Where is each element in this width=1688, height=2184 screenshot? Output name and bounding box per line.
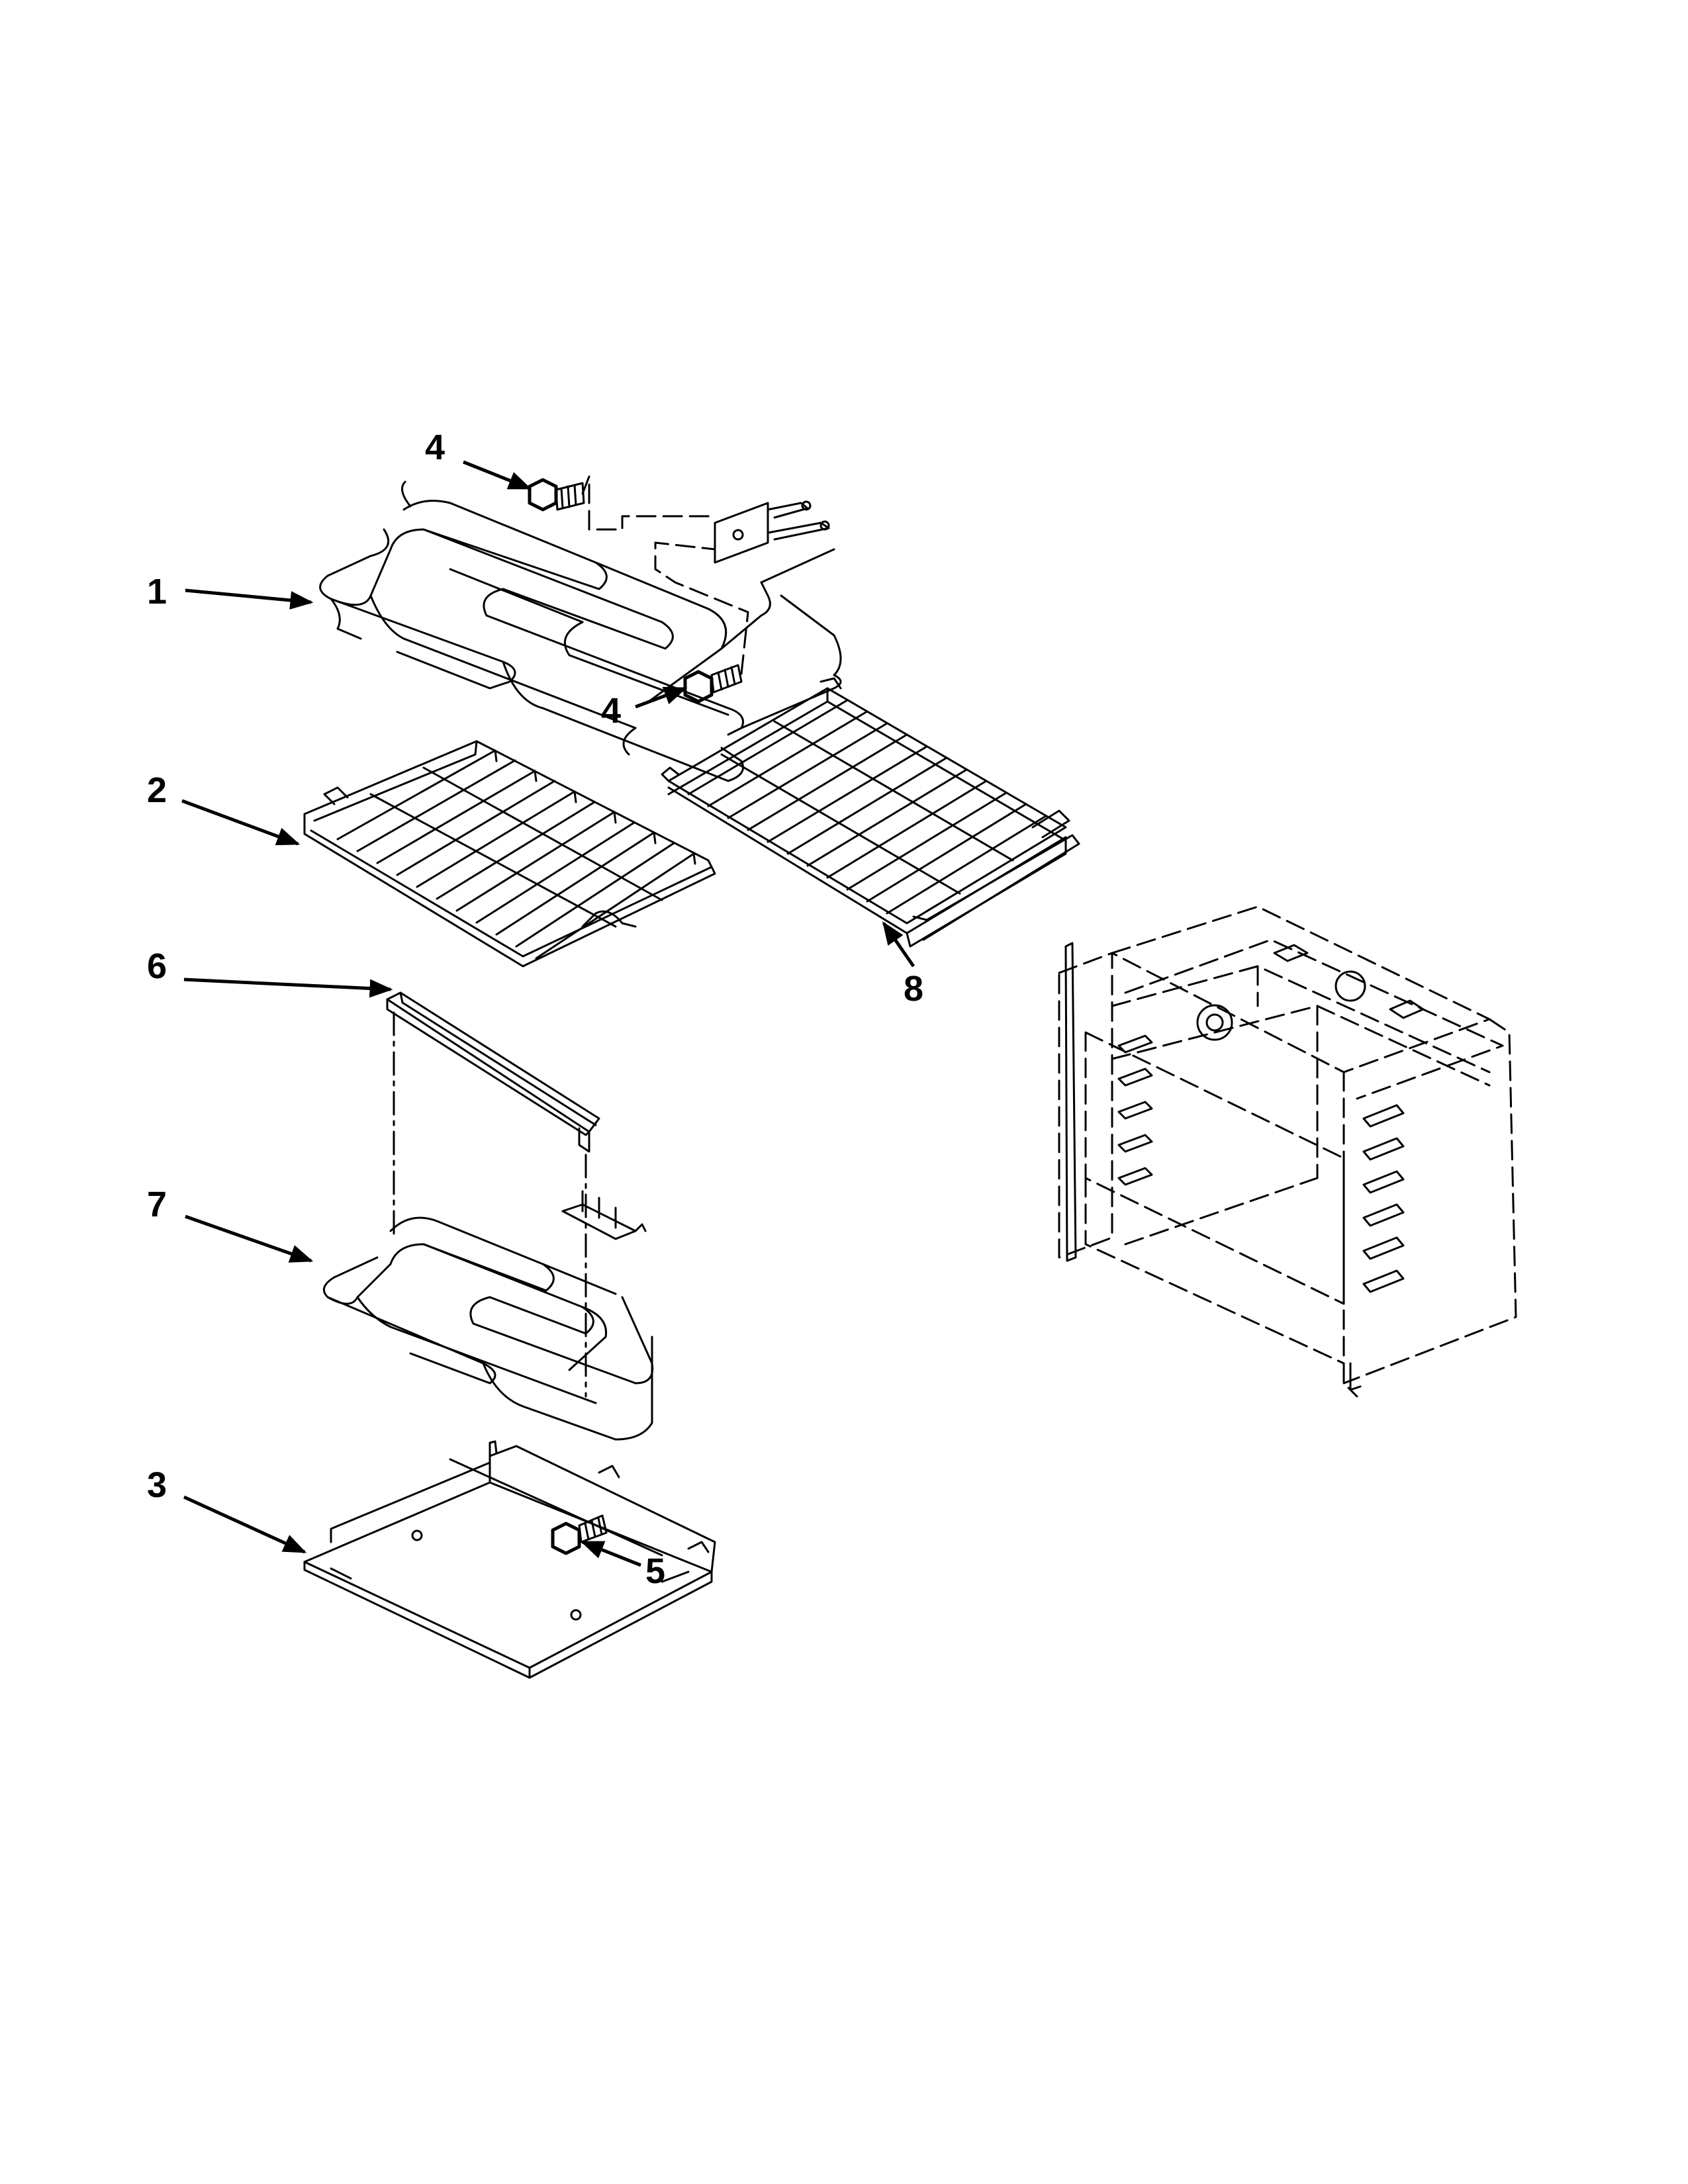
arrow-5	[580, 1540, 641, 1567]
callout-4-upper: 4	[425, 428, 445, 467]
arrow-1	[185, 588, 314, 610]
part-6-shield-bracket[interactable]	[386, 991, 600, 1153]
callout-arrows	[181, 460, 915, 1567]
part-2-oven-rack[interactable]	[303, 740, 716, 968]
part-1-upper-heating-element[interactable]	[319, 480, 842, 782]
arrow-2	[181, 799, 301, 846]
part-5-screw[interactable]	[551, 1514, 608, 1555]
alignment-line-upper-screw	[581, 475, 716, 531]
callout-8: 8	[904, 969, 923, 1009]
part-7-lower-heating-element[interactable]	[322, 1190, 654, 1441]
callout-1: 1	[147, 572, 167, 612]
part-4-screw-upper[interactable]	[528, 478, 585, 512]
callout-5: 5	[645, 1551, 665, 1591]
arrow-4-upper	[463, 460, 532, 490]
arrow-3	[183, 1495, 307, 1554]
callout-3: 3	[147, 1465, 167, 1505]
alignment-line-lower-screw	[654, 541, 749, 675]
callout-7: 7	[147, 1185, 167, 1224]
callout-6: 6	[147, 946, 167, 986]
part-3-bottom-panel[interactable]	[303, 1440, 716, 1679]
arrow-8	[882, 921, 915, 968]
part-4-screw-lower[interactable]	[683, 664, 743, 704]
oven-cavity-assembly	[1058, 905, 1517, 1398]
callout-4-lower: 4	[601, 691, 621, 731]
callout-2: 2	[147, 770, 167, 810]
arrow-4-lower	[635, 686, 688, 709]
part-8-sliding-rack[interactable]	[661, 677, 1080, 948]
arrow-6	[183, 978, 393, 998]
arrow-7	[185, 1214, 314, 1263]
